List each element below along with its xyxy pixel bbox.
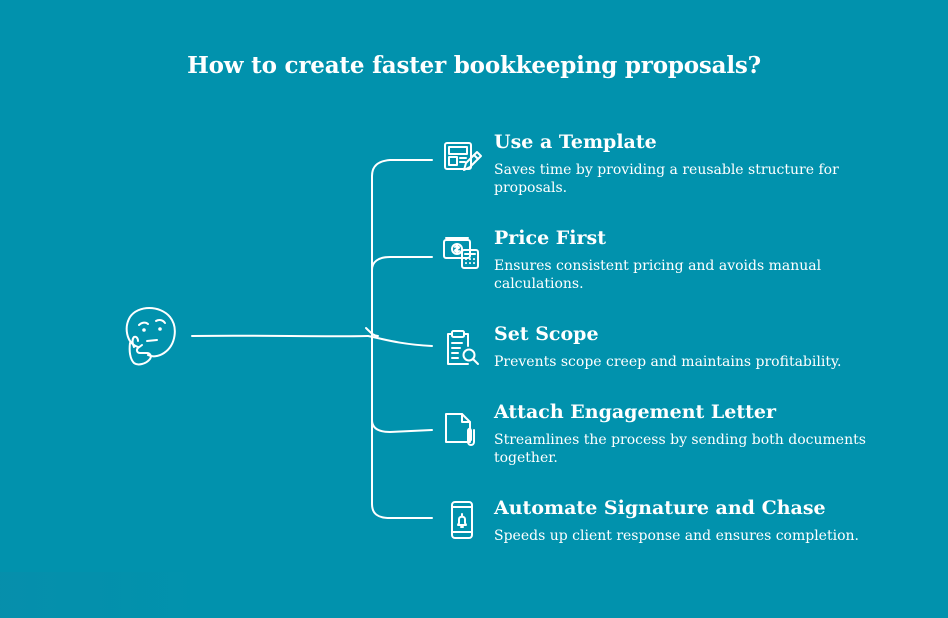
item-title: Use a Template [494, 131, 657, 153]
connector-spine [370, 175, 374, 505]
item-description: Saves time by providing a reusable struc… [494, 162, 839, 196]
thinking-face-icon [125, 307, 176, 366]
connector-branch-4 [371, 503, 433, 519]
connector-branch-0 [371, 159, 433, 177]
item-description: Speeds up client response and ensures co… [494, 528, 859, 544]
connector-branch-2b [365, 327, 379, 337]
item-description: Ensures consistent pricing and avoids ma… [494, 258, 822, 292]
item-description: Streamlines the process by sending both … [494, 432, 866, 466]
template-pencil-icon [444, 142, 482, 171]
phone-bell-icon [451, 501, 473, 539]
item-title: Automate Signature and Chase [494, 497, 826, 519]
item-title: Set Scope [494, 323, 599, 345]
item-description: Prevents scope creep and maintains profi… [494, 354, 842, 370]
corner-shade [0, 572, 200, 618]
item-title: Price First [494, 227, 606, 249]
money-calculator-icon [443, 237, 479, 269]
connector-branch-3 [371, 419, 433, 433]
connector-trunk [191, 334, 369, 338]
clipboard-search-icon [447, 330, 479, 365]
diagram-title: How to create faster bookkeeping proposa… [187, 52, 761, 79]
connector-branch-2 [367, 335, 433, 347]
connector-branch-1 [371, 256, 433, 271]
item-title: Attach Engagement Letter [494, 401, 777, 423]
document-paperclip-icon [445, 413, 475, 446]
